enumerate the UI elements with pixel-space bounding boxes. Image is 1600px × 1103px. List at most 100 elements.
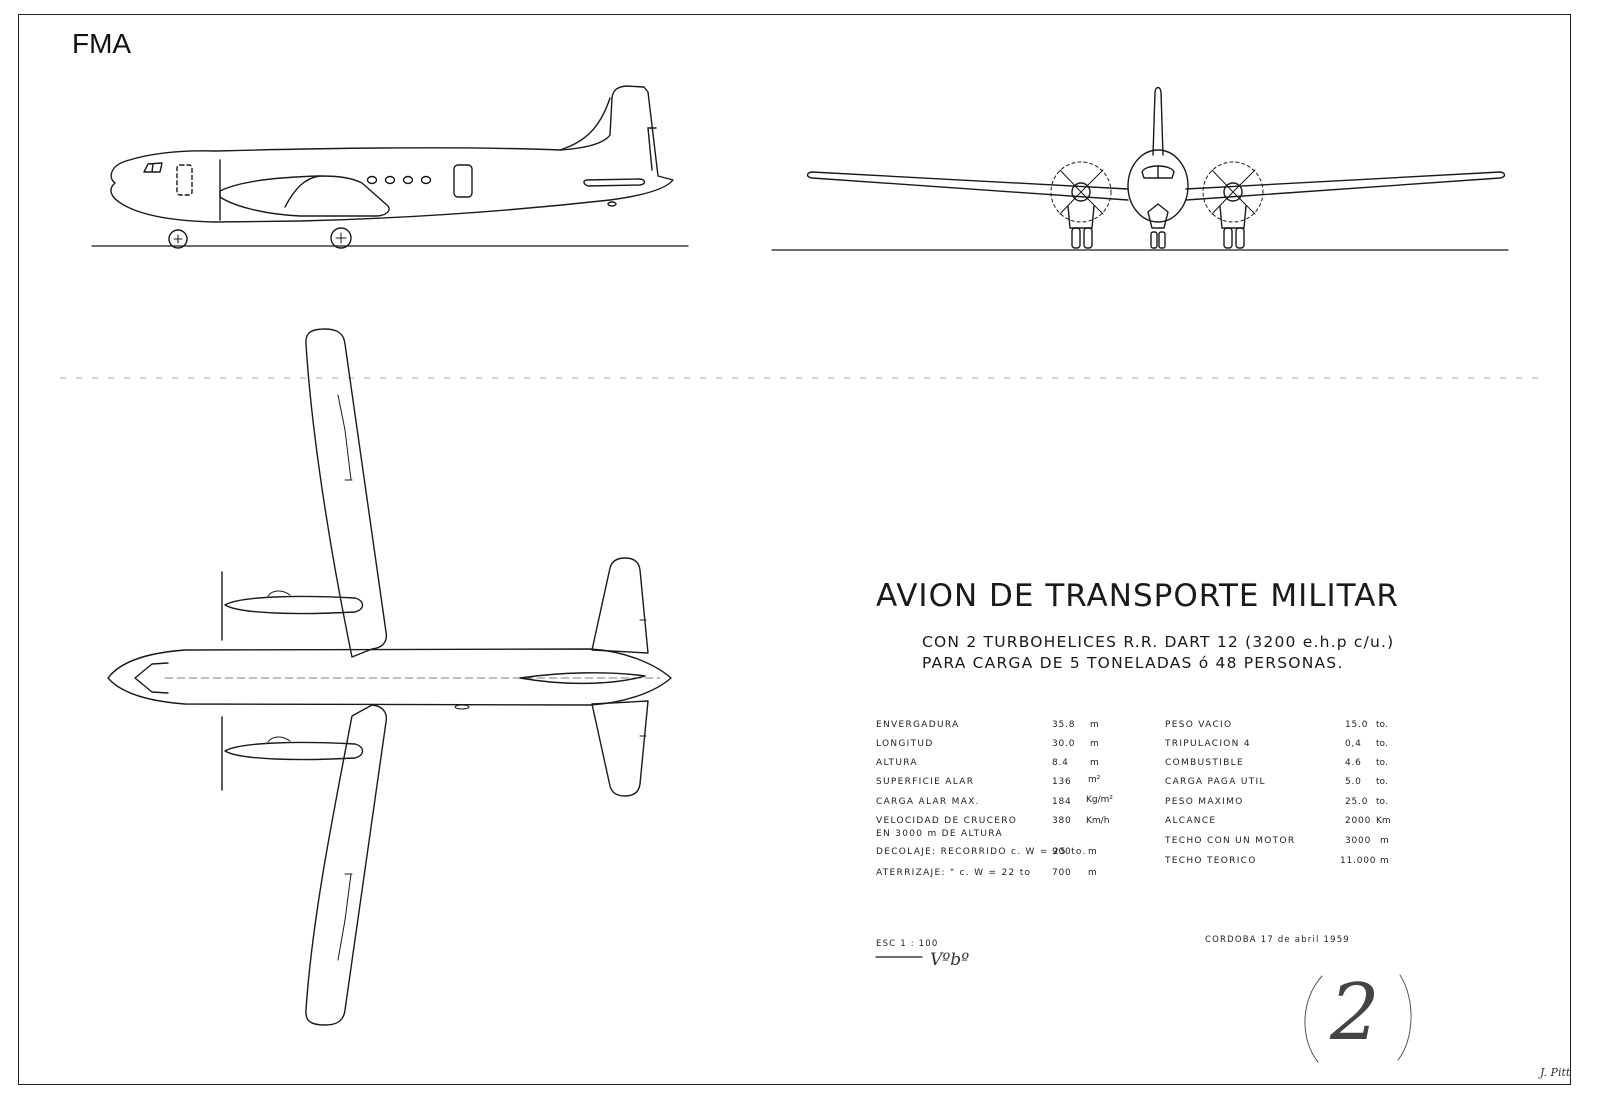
drawing-sheet-border <box>18 14 1571 1085</box>
front-view-right-wing <box>1185 171 1506 201</box>
top-view-upper-nacelle-intake <box>267 590 291 597</box>
spec-unit: m <box>1090 758 1099 768</box>
spec-unit: m² <box>1088 775 1101 785</box>
place-and-date: CORDOBA 17 de abril 1959 <box>1205 935 1350 945</box>
front-view-nose-wheel <box>1158 231 1166 249</box>
front-view-fuselage <box>1127 149 1189 223</box>
front-view-left-main-wheel <box>1071 227 1081 249</box>
side-view-tailplane <box>583 178 646 187</box>
drawing-title: AVION DE TRANSPORTE MILITAR <box>876 578 1399 614</box>
spec-value: 11.000 <box>1340 856 1377 866</box>
spec-value: 900 <box>1052 847 1072 857</box>
side-view-cabin-window <box>402 175 414 185</box>
front-view <box>771 86 1509 251</box>
spec-value: 25.0 <box>1345 797 1369 807</box>
manufacturer-label: FMA <box>72 28 132 59</box>
top-view-antenna <box>454 704 470 710</box>
top-view-dorsal-fillet <box>519 672 646 685</box>
sheet-number-circle <box>1397 974 1412 1061</box>
spec-value: 700 <box>1052 868 1072 878</box>
spec-label: LONGITUD <box>876 739 934 749</box>
top-view-lower-aileron <box>337 873 352 961</box>
side-view-crew-door <box>176 164 193 196</box>
spec-label: CARGA PAGA UTIL <box>1165 777 1266 787</box>
drawing-subtitle-line-1: CON 2 TURBOHELICES R.R. DART 12 (3200 e.… <box>922 633 1395 651</box>
drawing-subtitle-line-2: PARA CARGA DE 5 TONELADAS ó 48 PERSONAS. <box>922 654 1344 672</box>
front-view-left-wing <box>806 171 1129 201</box>
side-view-tail-bumper <box>607 201 617 207</box>
front-view-left-propeller-blades <box>1059 169 1104 215</box>
spec-unit: to. <box>1376 797 1388 807</box>
spec-value: 3000 <box>1345 836 1372 846</box>
top-view-upper-nacelle <box>224 595 364 615</box>
front-view-right-propeller-blades <box>1211 169 1256 215</box>
spec-unit: Km <box>1376 816 1391 826</box>
front-view-nose-wheel <box>1150 231 1158 249</box>
front-view-windshield <box>1141 165 1175 179</box>
top-view-lower-nacelle-intake <box>267 736 291 743</box>
top-view-upper-tailplane <box>591 557 649 654</box>
front-view-fin <box>1152 86 1164 156</box>
spec-label: TECHO TEORICO <box>1165 856 1257 866</box>
sheet-number-circle <box>1304 975 1323 1063</box>
front-view-right-nacelle <box>1219 205 1247 229</box>
spec-label: ALTURA <box>876 758 918 768</box>
spec-value: 15.0 <box>1345 720 1369 730</box>
front-view-right-spinner <box>1223 182 1243 202</box>
side-view-engine-nacelle <box>219 175 390 217</box>
spec-label: TRIPULACION 4 <box>1165 739 1251 749</box>
spec-label: ATERRIZAJE: " c. W = 22 to <box>876 868 1032 878</box>
spec-value: 35.8 <box>1052 720 1076 730</box>
top-view-lower-wing <box>305 704 388 1026</box>
draftsman-initials: J. Pitt <box>1540 1066 1571 1079</box>
spec-unit: to. <box>1376 758 1388 768</box>
spec-label: PESO VACIO <box>1165 720 1233 730</box>
spec-value: 8.4 <box>1052 758 1069 768</box>
side-view-fuselage <box>110 85 674 223</box>
top-view-upper-aileron <box>337 394 352 481</box>
spec-label: ALCANCE <box>1165 816 1217 826</box>
drawing-scale: ESC 1 : 100 <box>876 939 939 949</box>
spec-value: 2000 <box>1345 816 1372 826</box>
spec-unit: Kg/m² <box>1086 795 1114 805</box>
spec-label: CARGA ALAR MAX. <box>876 797 980 807</box>
side-view-cabin-window <box>366 175 378 185</box>
side-view-cargo-door <box>453 164 473 198</box>
front-view-left-nacelle <box>1067 205 1095 229</box>
spec-unit: m <box>1088 868 1097 878</box>
spec-label: COMBUSTIBLE <box>1165 758 1244 768</box>
top-view <box>107 328 672 1026</box>
spec-value: 4.6 <box>1345 758 1362 768</box>
side-view-cockpit-window-frame <box>151 163 154 173</box>
side-view <box>91 85 689 249</box>
front-view-left-main-wheel <box>1083 227 1093 249</box>
front-view-right-main-wheel <box>1235 227 1245 249</box>
front-view-right-propeller-disc <box>1202 161 1264 223</box>
front-view-left-propeller-disc <box>1050 161 1112 223</box>
spec-label: SUPERFICIE ALAR <box>876 777 975 787</box>
side-view-nose-wheel <box>168 229 188 249</box>
front-view-right-main-wheel <box>1223 227 1233 249</box>
spec-label: PESO MAXIMO <box>1165 797 1244 807</box>
spec-value: 5.0 <box>1345 777 1362 787</box>
side-view-cockpit-window <box>143 162 163 173</box>
top-view-cockpit-frame <box>134 662 169 694</box>
spec-value: 380 <box>1052 816 1072 826</box>
top-view-upper-wing <box>305 328 388 658</box>
spec-unit: Km/h <box>1086 816 1110 826</box>
spec-unit: to. <box>1376 739 1388 749</box>
side-view-rudder-line <box>647 127 653 171</box>
side-view-fin-root <box>559 97 611 151</box>
top-view-fuselage <box>107 648 672 706</box>
spec-value: 30.0 <box>1052 739 1076 749</box>
side-view-cabin-window <box>384 175 396 185</box>
top-view-lower-nacelle <box>224 741 364 761</box>
front-view-left-spinner <box>1071 182 1091 202</box>
spec-label: VELOCIDAD DE CRUCERO <box>876 816 1018 826</box>
spec-label-line-2: EN 3000 m DE ALTURA <box>876 829 1003 839</box>
spec-unit: m <box>1088 847 1097 857</box>
side-view-main-wheel <box>330 227 352 249</box>
spec-value: 136 <box>1052 777 1072 787</box>
spec-label: DECOLAJE: RECORRIDO c. W = 25 to. <box>876 847 1087 857</box>
